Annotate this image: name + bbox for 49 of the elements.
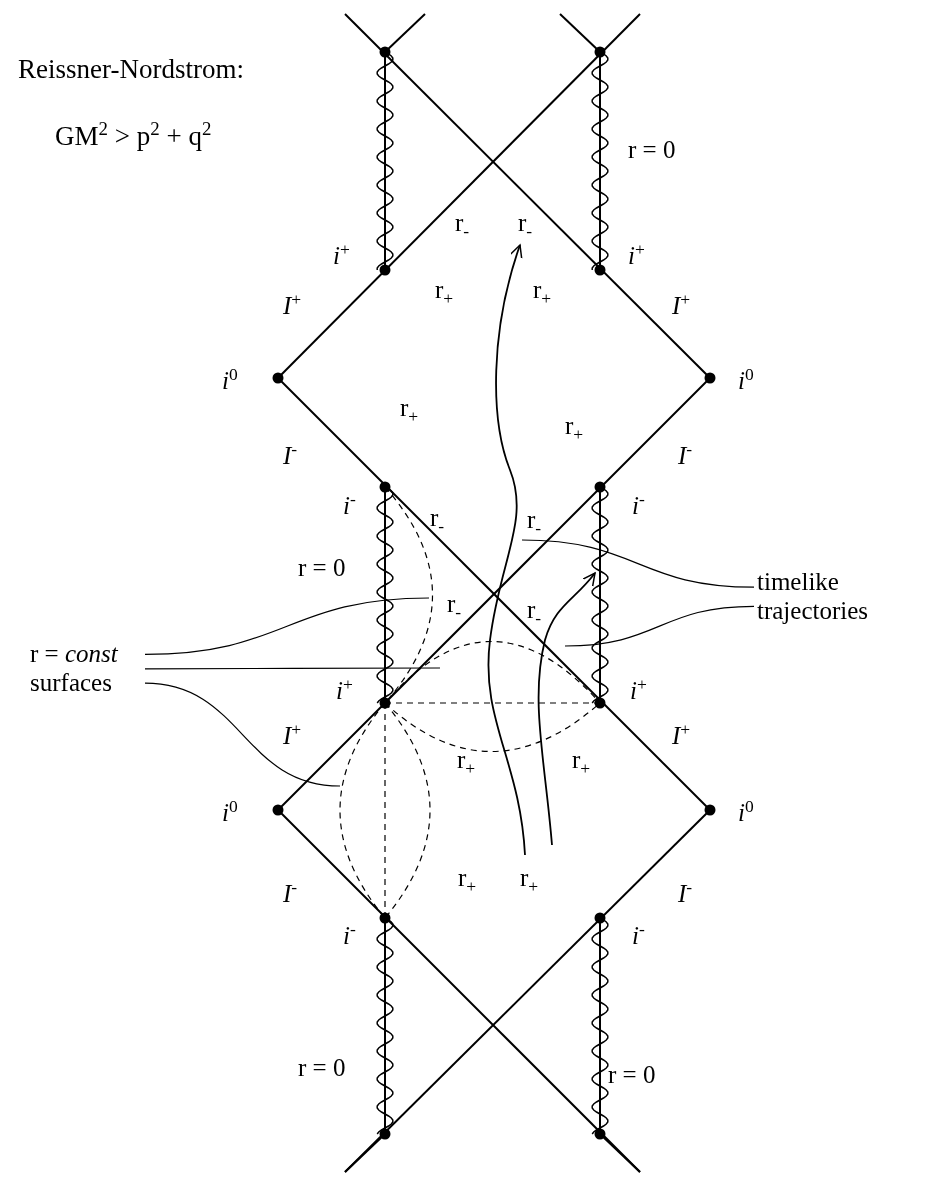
region-label: r$_{-}$	[430, 503, 445, 537]
leader-line	[144, 597, 430, 655]
region-label: I$^{+}$	[283, 720, 302, 750]
region-label: r = 0	[298, 554, 346, 582]
region-label: r$_{+}$	[533, 275, 552, 309]
region-label: i$^{+}$	[336, 675, 353, 705]
region-label: i$^{+}$	[630, 675, 647, 705]
region-label: r$_{-}$	[527, 595, 542, 629]
leader-line	[521, 539, 755, 588]
region-label: i$^{+}$	[628, 240, 645, 270]
region-label: r$_{+}$	[572, 745, 591, 779]
region-label: i$^{-}$	[632, 490, 645, 520]
region-label: r = 0	[608, 1061, 656, 1089]
callout-text: r = const surfaces	[30, 640, 142, 698]
callout-text: timelike trajectories	[757, 568, 897, 626]
region-label: i$^{0}$	[222, 797, 238, 827]
region-label: r$_{-}$	[518, 208, 533, 242]
region-label: r$_{+}$	[457, 745, 476, 779]
region-label: r$_{+}$	[565, 411, 584, 445]
region-label: i$^{0}$	[738, 365, 754, 395]
region-label: r$_{-}$	[527, 505, 542, 539]
region-label: r = 0	[298, 1054, 346, 1082]
trajectory-arrow	[487, 244, 526, 856]
region-label: I$^{-}$	[678, 878, 693, 908]
region-label: r$_{-}$	[447, 589, 462, 623]
region-label: i$^{0}$	[738, 797, 754, 827]
region-label: I$^{-}$	[283, 878, 298, 908]
region-label: I$^{-}$	[678, 440, 693, 470]
region-label: r$_{+}$	[520, 863, 539, 897]
region-label: r$_{+}$	[400, 393, 419, 427]
trajectory-arrow	[537, 572, 596, 846]
region-label: I$^{-}$	[283, 440, 298, 470]
region-label: r$_{+}$	[435, 275, 454, 309]
leader-line	[144, 682, 341, 787]
region-label: r = 0	[628, 136, 676, 164]
region-label: i$^{-}$	[343, 920, 356, 950]
region-label: i$^{-}$	[632, 920, 645, 950]
region-label: I$^{+}$	[672, 720, 691, 750]
formula-text: GM$^{2}$ > p$^{2}$ + q$^{2}$	[55, 118, 212, 152]
region-label: i$^{-}$	[343, 490, 356, 520]
region-label: I$^{+}$	[283, 290, 302, 320]
region-label: r$_{-}$	[455, 208, 470, 242]
region-label: I$^{+}$	[672, 290, 691, 320]
region-label: i$^{+}$	[333, 240, 350, 270]
leader-line	[144, 667, 441, 670]
diagram-title: Reissner-Nordstrom:	[18, 55, 244, 85]
region-label: r$_{+}$	[458, 863, 477, 897]
leader-line	[564, 605, 755, 647]
region-label: i$^{0}$	[222, 365, 238, 395]
